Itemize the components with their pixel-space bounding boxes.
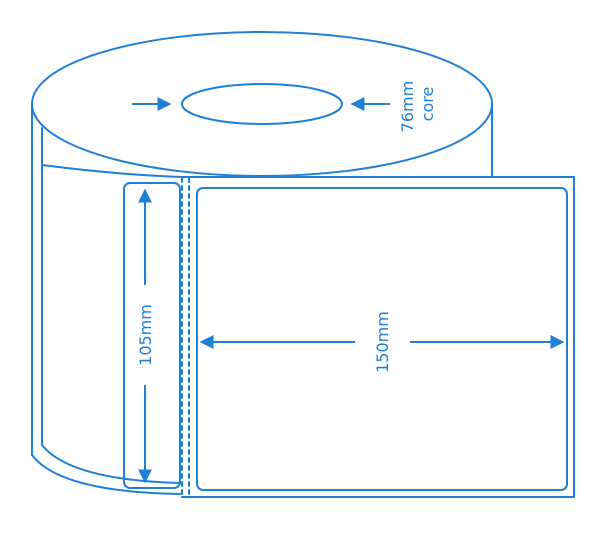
height-label: 105mm (136, 304, 155, 366)
core-size-label: 76mm core (398, 76, 437, 133)
label (196, 187, 568, 491)
label-stub (123, 182, 181, 489)
roll-bottom-curve (31, 454, 181, 495)
width-label: 150mm (373, 311, 392, 373)
core-hole (181, 83, 343, 125)
label-sheet-outline (41, 164, 575, 498)
roll-bottom-inner-curve (41, 444, 181, 484)
